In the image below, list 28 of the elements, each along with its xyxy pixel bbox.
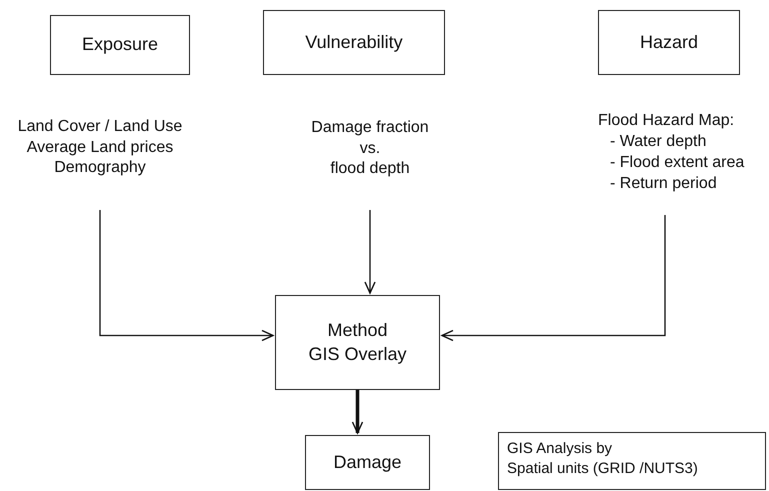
- arrow: [364, 210, 376, 294]
- node-text: Spatial units (GRID /NUTS3): [507, 458, 698, 478]
- node-text: Hazard: [640, 30, 698, 54]
- node-text: - Return period: [609, 174, 717, 194]
- process-box: [50, 15, 190, 75]
- node-text: GIS Overlay: [308, 342, 407, 366]
- process-box: [305, 435, 430, 490]
- node-text: flood depth: [330, 159, 410, 180]
- process-box: [598, 10, 740, 75]
- node-text: - Water depth: [609, 132, 706, 152]
- node-text: Demography: [54, 158, 146, 178]
- arrow: [441, 215, 666, 342]
- node-text: GIS Analysis by: [507, 439, 612, 458]
- node-text: Vulnerability: [305, 30, 403, 54]
- node-text: Flood Hazard Map:: [598, 111, 734, 132]
- process-box: [498, 432, 766, 490]
- node-text: Damage fraction: [311, 118, 429, 138]
- node-text: Exposure: [82, 33, 158, 56]
- node-text: Method: [327, 319, 388, 342]
- node-text: Average Land prices: [26, 138, 174, 158]
- node-text: vs.: [360, 138, 380, 159]
- node-text: Land Cover / Land Use: [18, 116, 182, 137]
- arrow: [99, 210, 274, 342]
- arrow: [352, 390, 364, 434]
- process-box: [275, 295, 440, 390]
- node-text: Damage: [333, 450, 402, 474]
- process-box: [263, 10, 445, 75]
- node-text: - Flood extent area: [609, 153, 744, 173]
